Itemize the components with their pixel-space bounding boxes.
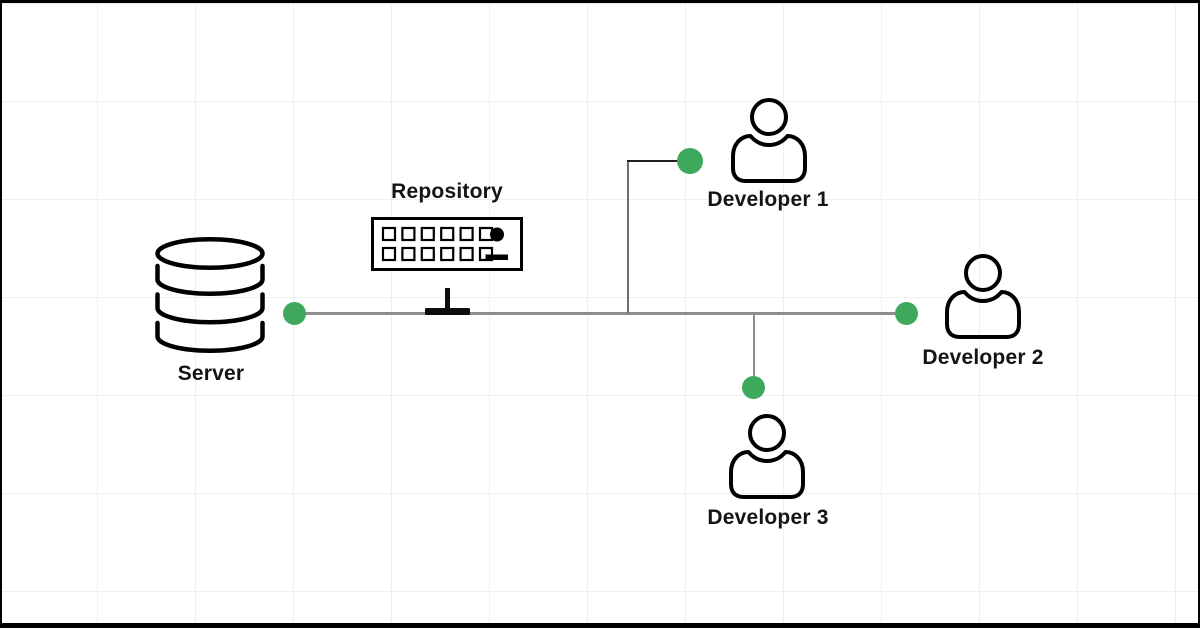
person-icon (945, 253, 1021, 339)
connection-dot-server (282, 301, 306, 325)
server-label: Server (177, 362, 245, 385)
person-icon (731, 97, 807, 183)
connection-dot-developer2 (894, 301, 918, 325)
developer2-label: Developer 2 (922, 346, 1044, 369)
developer3-label: Developer 3 (707, 506, 829, 529)
node-developer1 (731, 97, 807, 183)
connector-main-bus (305, 311, 897, 315)
connector-developer1-horizontal (626, 160, 690, 162)
repository-tap-bar (424, 308, 470, 315)
connector-developer1-vertical (626, 161, 629, 313)
connection-dot-developer3 (742, 376, 765, 399)
repository-tap-stem (444, 288, 450, 311)
developer1-label: Developer 1 (707, 188, 829, 211)
database-icon (153, 236, 267, 355)
connector-developer3-drop (752, 314, 755, 378)
node-server (153, 236, 267, 355)
rack-server-icon (371, 217, 523, 271)
repository-label: Repository (391, 180, 503, 203)
node-developer2 (945, 253, 1021, 339)
node-repository (371, 217, 523, 271)
person-icon (729, 413, 805, 499)
connection-dot-developer1 (677, 148, 703, 174)
node-developer3 (729, 413, 805, 499)
